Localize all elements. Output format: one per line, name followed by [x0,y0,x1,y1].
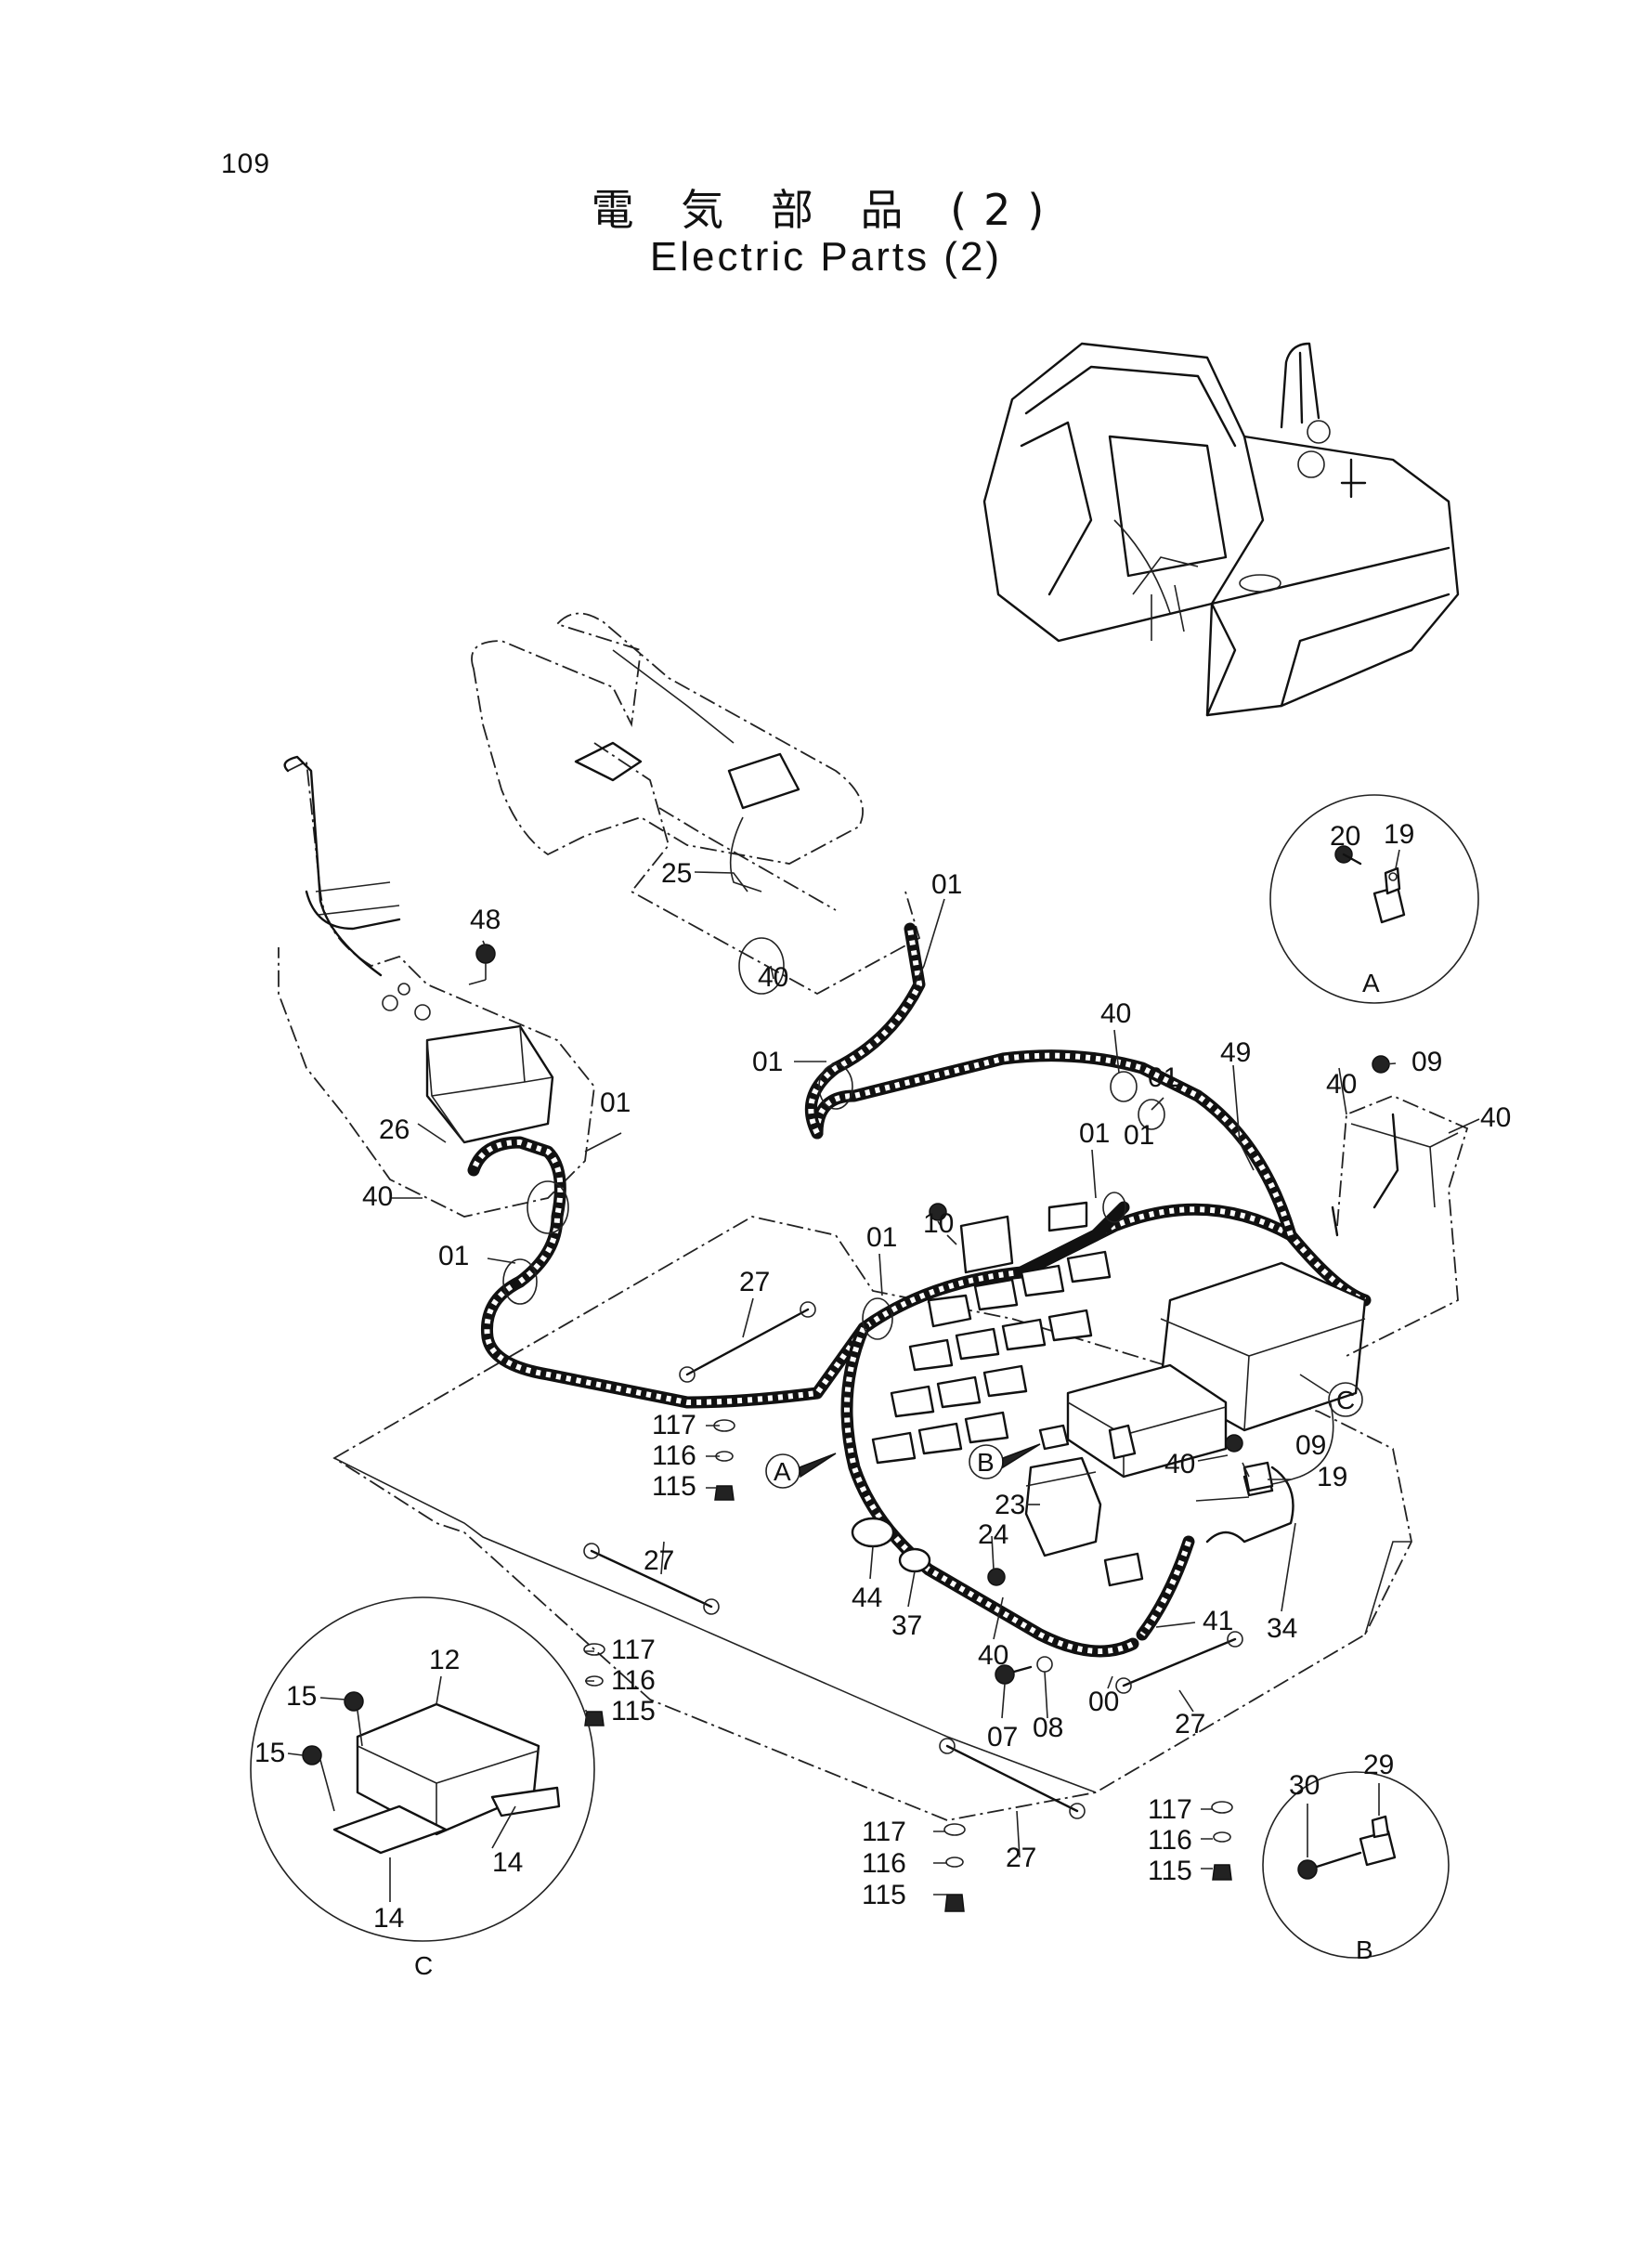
label-23: 23 [995,1490,1025,1520]
label-01b: 01 [752,1047,783,1077]
page-number: 109 [221,149,271,179]
detail-c-label-12: 12 [429,1645,460,1675]
label-44: 44 [852,1583,882,1613]
label-40d: 40 [1480,1102,1511,1133]
label-01g: 01 [866,1222,897,1253]
label-115b: 115 [611,1696,656,1726]
detail-b-label-30: 30 [1289,1770,1320,1801]
label-40b: 40 [1100,998,1131,1029]
label-40a: 40 [758,962,788,993]
label-01h: 01 [1124,1120,1154,1151]
label-07: 07 [987,1722,1018,1752]
label-41: 41 [1203,1606,1233,1636]
label-26: 26 [379,1114,410,1145]
leader-lines [390,871,1480,1896]
detail-c-callout: C [414,1951,433,1980]
label-00: 00 [1088,1687,1119,1717]
detail-c-label-15b: 15 [254,1738,285,1768]
detail-a-label-20: 20 [1330,821,1360,852]
label-117b: 117 [611,1635,656,1665]
detail-c-label-14a: 14 [492,1847,523,1878]
callout-c: C [1336,1386,1355,1414]
detail-b-callout: B [1356,1935,1373,1964]
label-117a: 117 [652,1410,696,1440]
label-27d: 27 [1006,1843,1036,1873]
label-116c: 116 [1148,1825,1192,1856]
location-callouts: A B C [765,1374,1363,1489]
label-09a: 09 [1411,1047,1442,1077]
label-09b: 09 [1295,1430,1326,1461]
label-01c: 01 [1148,1062,1178,1093]
label-27b: 27 [644,1545,674,1576]
label-37: 37 [891,1610,922,1641]
label-08: 08 [1033,1713,1063,1743]
title-japanese: 電 気 部 品 (2) [591,185,1061,235]
detail-b-label-29: 29 [1363,1750,1394,1780]
label-115d: 115 [862,1880,906,1910]
label-19b: 19 [1317,1462,1347,1492]
callout-a: A [774,1457,791,1486]
main-wire-harness [467,922,1372,1658]
callout-b: B [977,1448,995,1477]
floor-plate [332,1216,1412,1821]
label-34: 34 [1267,1613,1297,1644]
detail-c-label-15a: 15 [286,1681,317,1712]
label-117c: 117 [1148,1794,1192,1825]
relay-panel [502,937,1469,1685]
label-01e: 01 [1079,1118,1110,1149]
label-25: 25 [661,858,692,889]
label-27c: 27 [1175,1709,1205,1739]
detail-a: 20 19 A [1269,794,1479,1004]
title-english: Electric Parts (2) [649,234,1003,280]
part-number-labels: 25 01 48 40 01 40 01 49 40 09 40 01 26 4… [362,858,1511,1910]
label-116b: 116 [611,1665,656,1696]
detail-a-callout: A [1362,969,1380,997]
right-control-console [471,612,921,996]
label-49: 49 [1220,1037,1251,1068]
detail-c-label-14b: 14 [373,1903,404,1934]
left-control-console [278,755,595,1218]
excavator-overview-illustration [982,342,1460,717]
ground-straps [583,1301,1243,1912]
label-01d: 01 [600,1088,631,1118]
label-117d: 117 [862,1817,906,1847]
detail-a-label-19: 19 [1384,819,1414,850]
label-116d: 116 [862,1848,906,1879]
label-24: 24 [978,1519,1008,1550]
label-01a: 01 [931,869,962,900]
label-01f: 01 [438,1241,469,1271]
detail-b: 29 30 B [1262,1750,1450,1964]
label-115c: 115 [1148,1856,1192,1886]
label-40e: 40 [362,1181,393,1212]
label-116a: 116 [652,1440,696,1471]
label-48: 48 [470,905,501,935]
label-10: 10 [923,1208,954,1239]
label-40c: 40 [1326,1069,1357,1100]
label-27a: 27 [739,1267,770,1297]
label-40g: 40 [978,1640,1008,1671]
label-40f: 40 [1164,1449,1195,1479]
label-115a: 115 [652,1471,696,1502]
detail-c: 12 15 15 14 14 C [250,1596,595,1980]
